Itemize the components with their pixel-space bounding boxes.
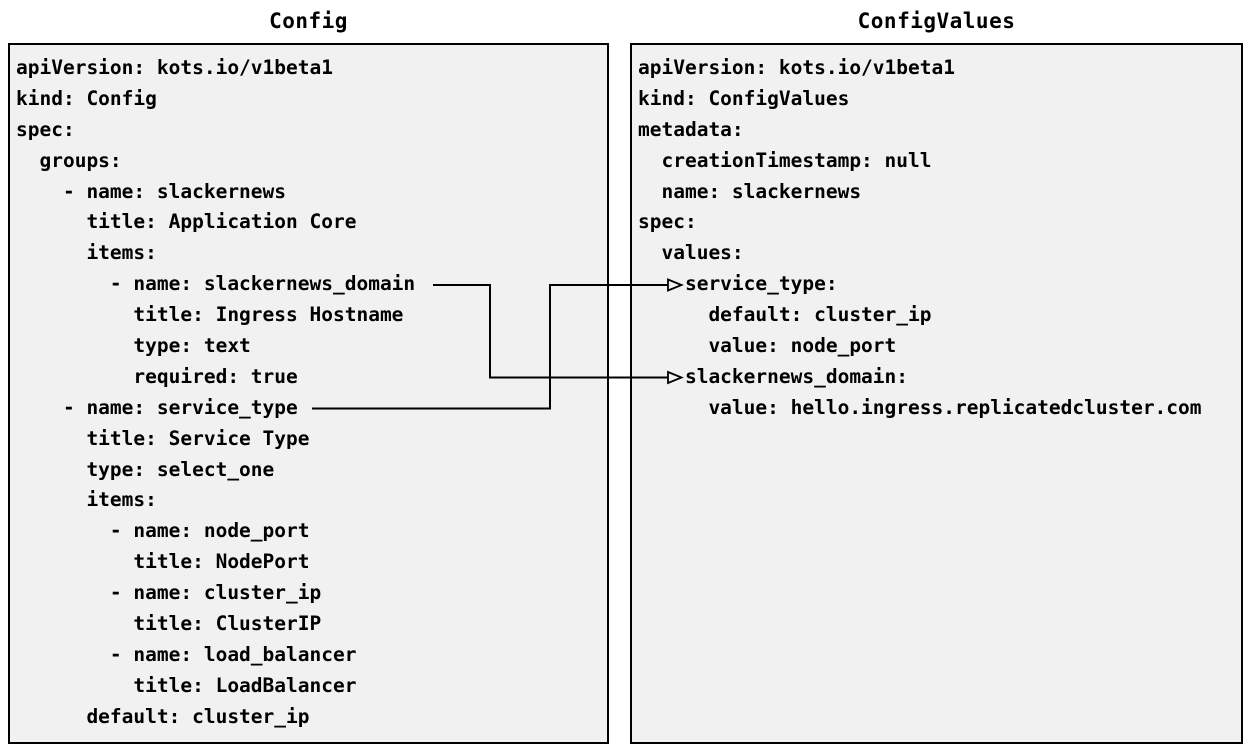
yaml-line: spec: [16,117,75,141]
configvalues-panel-title: ConfigValues [857,9,1016,33]
yaml-line: title: LoadBalancer [16,673,357,697]
yaml-line: spec: [638,210,697,234]
yaml-line: - name: slackernews [16,179,287,203]
yaml-line-service-type-value: service_type: [638,272,838,296]
yaml-line: value: node_port [638,334,897,358]
yaml-line: title: Application Core [16,210,357,234]
yaml-line: apiVersion: kots.io/v1beta1 [16,56,333,79]
yaml-line: value: hello.ingress.replicatedcluster.c… [638,395,1202,419]
yaml-line: default: cluster_ip [638,303,932,327]
configvalues-yaml-panel: apiVersion: kots.io/v1beta1 kind: Config… [630,43,1243,744]
yaml-line: kind: ConfigValues [638,86,850,110]
yaml-line: creationTimestamp: null [638,148,932,172]
yaml-line: - name: load_balancer [16,642,357,666]
yaml-line: type: select_one [16,457,275,481]
config-yaml-code: apiVersion: kots.io/v1beta1 kind: Config… [10,45,607,733]
yaml-line: metadata: [638,117,744,141]
yaml-line: name: slackernews [638,179,862,203]
yaml-line: title: Service Type [16,426,310,450]
yaml-line: apiVersion: kots.io/v1beta1 [638,56,955,79]
yaml-line-slackernews-domain: - name: slackernews_domain [16,272,416,296]
yaml-line: groups: [16,148,122,172]
yaml-line: - name: cluster_ip [16,581,322,605]
yaml-line: type: text [16,334,251,358]
configvalues-yaml-code: apiVersion: kots.io/v1beta1 kind: Config… [632,45,1241,424]
yaml-line: - name: node_port [16,519,310,543]
config-panel-title: Config [269,9,348,33]
yaml-line: default: cluster_ip [16,704,310,728]
yaml-line: items: [16,241,157,265]
yaml-line: title: Ingress Hostname [16,303,404,327]
yaml-line: values: [638,241,744,265]
yaml-line: title: ClusterIP [16,612,322,636]
config-yaml-panel: apiVersion: kots.io/v1beta1 kind: Config… [8,43,609,744]
yaml-line: title: NodePort [16,550,310,574]
yaml-line: items: [16,488,157,512]
yaml-line: kind: Config [16,86,157,110]
yaml-line-service-type: - name: service_type [16,395,298,419]
yaml-line: required: true [16,364,298,388]
yaml-line-slackernews-domain-value: slackernews_domain: [638,364,909,388]
